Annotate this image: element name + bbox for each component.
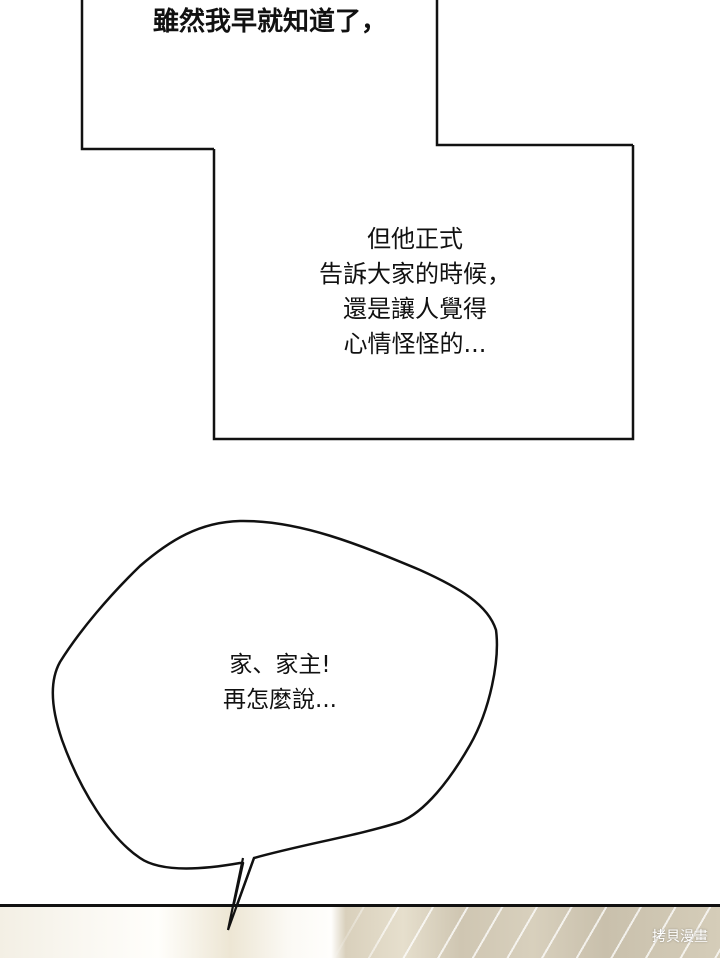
bottom-illustration-panel: [0, 904, 720, 958]
caption-2-line-1: 但他正式: [367, 225, 463, 253]
speech-bubble-outline: [51, 519, 499, 932]
caption-box-1-outline: [80, 0, 633, 151]
speech-bubble-tail: [226, 857, 256, 931]
caption-2-line-2: 告訴大家的時候，: [319, 260, 511, 288]
caption-box-2: 但他正式 告訴大家的時候， 還是讓人覺得 心情怪怪的...: [290, 222, 540, 362]
speech-bubble: 家、家主! 再怎麼說...: [190, 648, 370, 718]
speech-line-1: 家、家主!: [229, 652, 331, 678]
caption-2-line-4: 心情怪怪的...: [343, 330, 487, 358]
caption-1-text: 雖然我早就知道了，: [152, 7, 387, 37]
watermark: 拷貝漫畫: [652, 929, 708, 945]
caption-2-line-3: 還是讓人覺得: [343, 295, 487, 323]
speech-line-2: 再怎麼說...: [223, 687, 337, 713]
caption-box-2-outline: [212, 145, 635, 441]
caption-box-1: 雖然我早就知道了，: [120, 5, 420, 40]
light-streaks: [0, 907, 720, 958]
